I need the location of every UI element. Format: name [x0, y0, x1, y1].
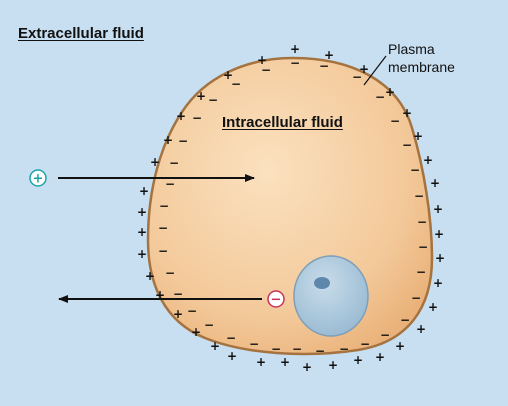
anion-icon: − [267, 290, 285, 308]
outer-positive-charge-19: + [328, 358, 338, 372]
plasma-membrane-label-line1: Plasma [388, 41, 435, 57]
nucleolus [314, 277, 330, 289]
outer-positive-charge-11: + [434, 227, 444, 241]
outer-positive-charge-2: + [290, 42, 300, 56]
inner-negative-charge-16: − [360, 337, 370, 351]
inner-negative-charge-23: − [204, 318, 214, 332]
inner-negative-charge-6: − [390, 114, 400, 128]
inner-negative-charge-0: − [231, 77, 241, 91]
outer-positive-charge-8: + [423, 153, 433, 167]
outer-positive-charge-16: + [395, 339, 405, 353]
inner-negative-charge-8: − [410, 163, 420, 177]
outer-positive-charge-27: + [155, 288, 165, 302]
inner-negative-charge-7: − [402, 138, 412, 152]
inner-negative-charge-32: − [178, 134, 188, 148]
outer-positive-charge-0: + [223, 68, 233, 82]
outer-positive-charge-7: + [413, 129, 423, 143]
membrane-charges: +++++++++++++++++++++++++++++++++++++−−−… [137, 42, 445, 374]
outer-positive-charge-13: + [433, 276, 443, 290]
inner-negative-charge-24: − [187, 304, 197, 318]
outer-positive-charge-26: + [173, 307, 183, 321]
membrane-leader-line [363, 55, 387, 86]
outer-positive-charge-21: + [280, 355, 290, 369]
inner-negative-charge-4: − [352, 70, 362, 84]
outer-positive-charge-31: + [137, 205, 147, 219]
inner-negative-charge-10: − [417, 215, 427, 229]
outer-positive-charge-30: + [137, 225, 147, 239]
outer-positive-charge-32: + [139, 184, 149, 198]
outer-positive-charge-22: + [256, 355, 266, 369]
plasma-membrane-label-line2: membrane [388, 59, 455, 75]
inner-negative-charge-22: − [226, 331, 236, 345]
inner-negative-charge-1: − [261, 63, 271, 77]
inner-negative-charge-2: − [290, 56, 300, 70]
inner-negative-charge-14: − [400, 313, 410, 327]
inner-negative-charge-21: − [249, 337, 259, 351]
outer-positive-charge-17: + [375, 350, 385, 364]
outer-positive-charge-25: + [191, 325, 201, 339]
outer-positive-charge-35: + [176, 109, 186, 123]
inner-negative-charge-29: − [159, 199, 169, 213]
inner-negative-charge-12: − [416, 265, 426, 279]
outer-positive-charge-15: + [416, 322, 426, 336]
outer-positive-charge-14: + [428, 300, 438, 314]
inner-negative-charge-25: − [173, 287, 183, 301]
inner-negative-charge-15: − [380, 328, 390, 342]
outer-positive-charge-34: + [163, 133, 173, 147]
inner-negative-charge-31: − [169, 156, 179, 170]
inner-negative-charge-26: − [165, 266, 175, 280]
inner-negative-charge-19: − [292, 342, 302, 356]
outer-positive-charge-1: + [257, 53, 267, 67]
inner-negative-charge-17: − [339, 342, 349, 356]
inner-negative-charge-33: − [192, 111, 202, 125]
outer-positive-charge-5: + [385, 85, 395, 99]
nucleus [293, 255, 369, 337]
outer-positive-charge-4: + [359, 62, 369, 76]
inner-negative-charge-27: − [158, 244, 168, 258]
inner-negative-charge-30: − [165, 177, 175, 191]
outer-positive-charge-23: + [227, 349, 237, 363]
outer-positive-charge-18: + [353, 353, 363, 367]
inner-negative-charge-5: − [375, 90, 385, 104]
inner-negative-charge-9: − [414, 189, 424, 203]
outer-positive-charge-29: + [137, 247, 147, 261]
inner-negative-charge-28: − [158, 221, 168, 235]
svg-text:+: + [33, 172, 44, 187]
outer-positive-charge-28: + [145, 269, 155, 283]
plasma-membrane-label: Plasma membrane [388, 40, 455, 76]
outer-positive-charge-3: + [324, 48, 334, 62]
outer-positive-charge-6: + [402, 106, 412, 120]
outer-positive-charge-9: + [430, 176, 440, 190]
outer-positive-charge-24: + [210, 339, 220, 353]
inner-negative-charge-20: − [271, 342, 281, 356]
outer-positive-charge-20: + [302, 360, 312, 374]
intracellular-fluid-label: Intracellular fluid [222, 114, 343, 131]
inner-negative-charge-18: − [315, 344, 325, 358]
cation-icon: + [29, 169, 47, 187]
outer-positive-charge-33: + [150, 155, 160, 169]
inner-negative-charge-34: − [208, 93, 218, 107]
extracellular-fluid-label: Extracellular fluid [18, 25, 144, 42]
svg-text:−: − [271, 293, 282, 308]
outer-positive-charge-12: + [435, 251, 445, 265]
inner-negative-charge-13: − [411, 291, 421, 305]
outer-positive-charge-36: + [196, 89, 206, 103]
inner-negative-charge-11: − [418, 240, 428, 254]
inner-negative-charge-3: − [319, 59, 329, 73]
outer-positive-charge-10: + [433, 202, 443, 216]
